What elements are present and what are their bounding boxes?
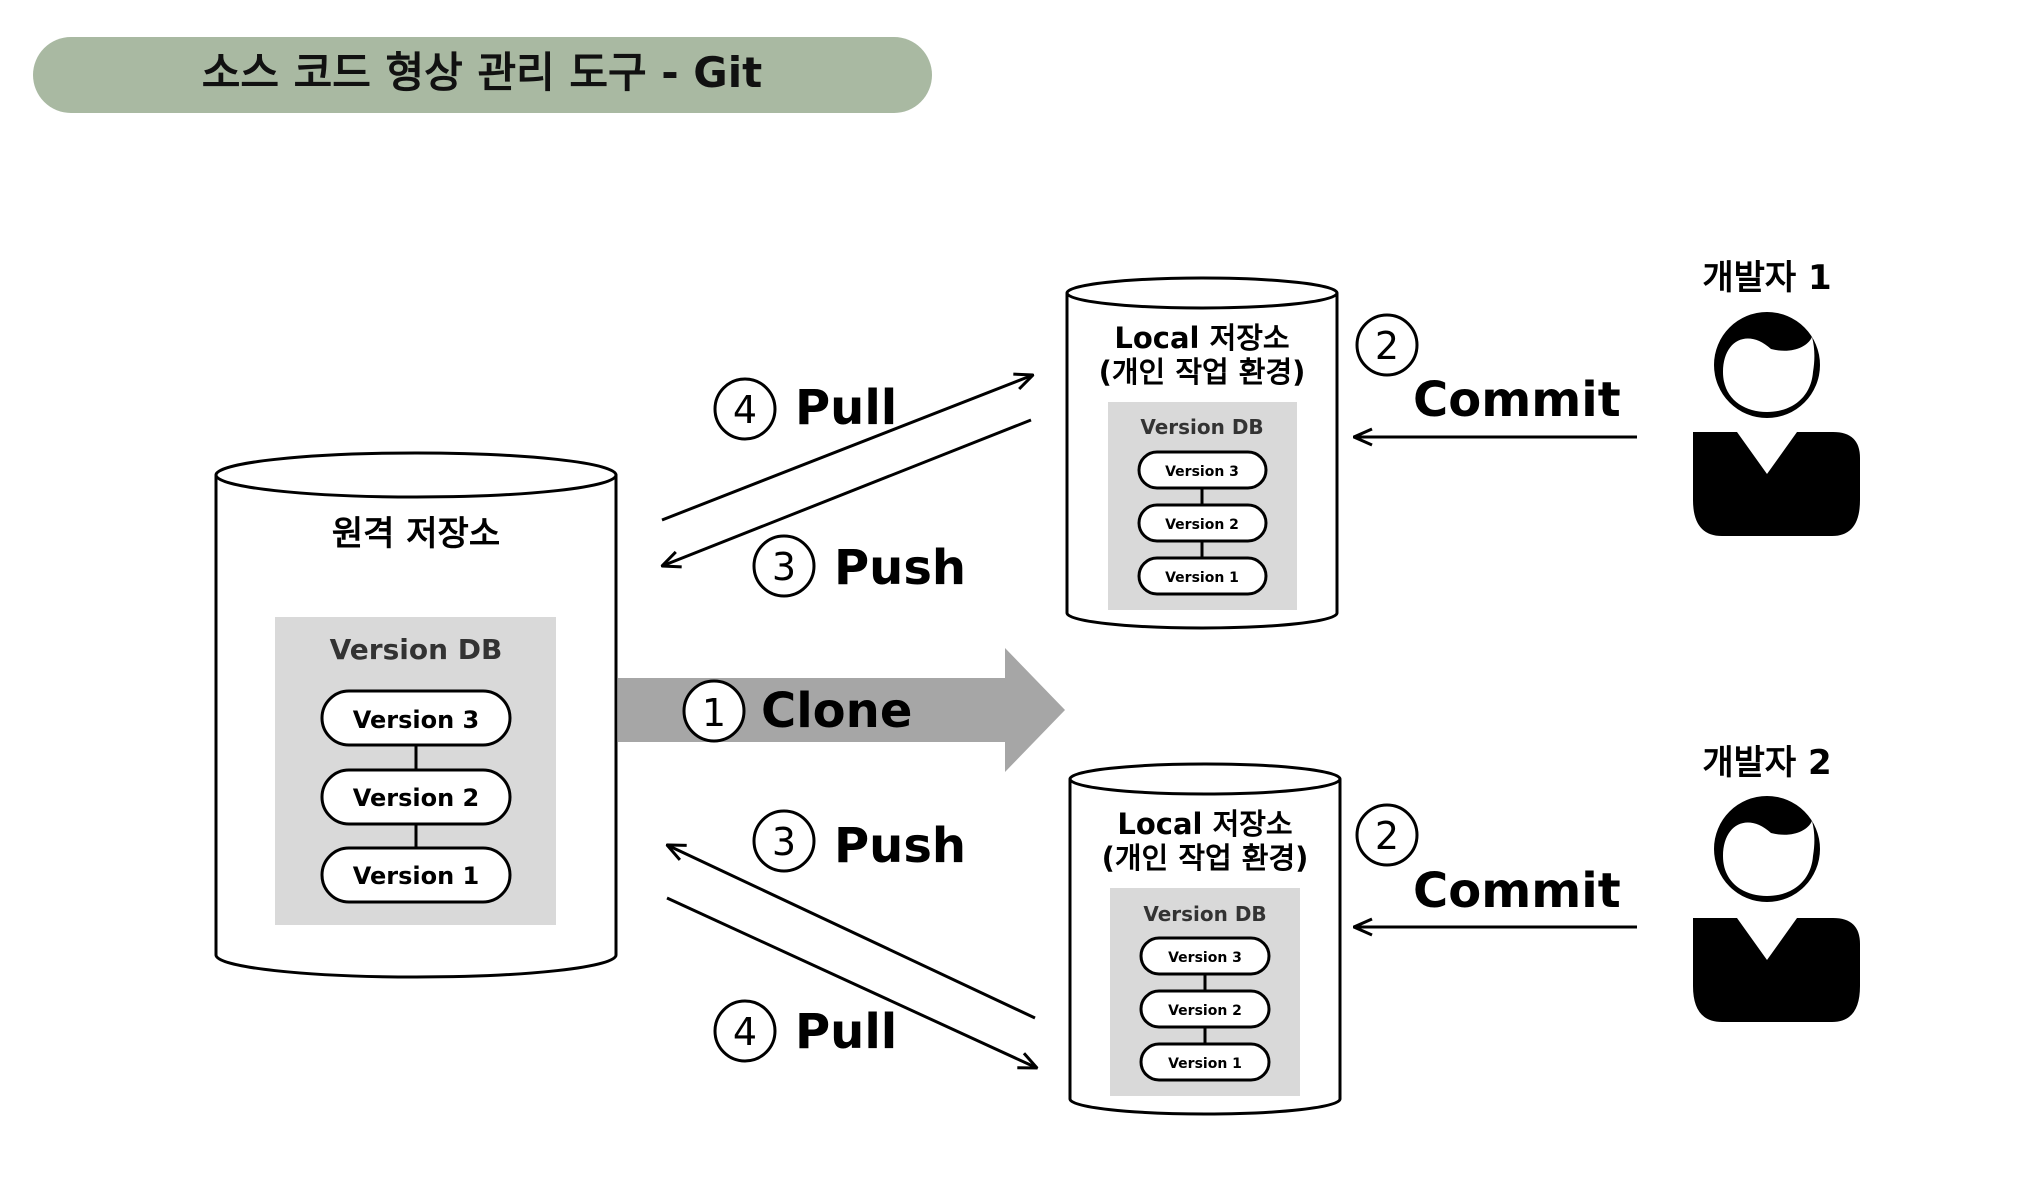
remote-repository: 원격 저장소 Version DB Version 3 Version 2 Ve… [214,451,618,979]
pull-label: Pull [795,380,897,436]
local-label-line2: (개인 작업 환경) [1102,841,1309,875]
sync-arrows-top: 4 Pull 3 Push [661,375,1033,598]
version-node [320,846,512,904]
version-label: Version 3 [1165,464,1239,480]
step-number: 3 [772,820,796,864]
version-node [1139,936,1271,976]
version-node [1137,450,1268,490]
pull-label: Pull [795,1004,897,1060]
local-cylinder-top [1065,276,1339,310]
developer-2: 개발자 2 [1693,743,1860,1022]
step-number: 2 [1375,814,1399,858]
clone-step: 1 Clone [618,648,1065,772]
title-bar: 소스 코드 형상 관리 도구 - Git [33,37,932,113]
title-background [33,37,932,113]
version-node [1137,556,1268,596]
commit-label: Commit [1413,863,1621,919]
step-number-badge [713,999,777,1063]
commit-label: Commit [1413,372,1621,428]
pull-arrow-bottom [666,896,1037,1068]
version-node [1139,989,1271,1029]
version-node [320,768,512,826]
remote-label: 원격 저장소 [332,514,500,554]
version-node [320,689,512,747]
step-number-badge [752,534,816,598]
step-number-badge [752,809,816,873]
step-number-badge [1355,803,1419,867]
step-number-badge [682,679,746,743]
remote-cylinder-top [214,451,618,499]
commit-step-bottom: 2 Commit [1354,803,1637,927]
person-icon [1693,312,1860,536]
local-db-label: Version DB [1143,902,1266,926]
step-number-badge [713,377,777,441]
version-label: Version 1 [353,862,480,890]
clone-label: Clone [761,683,912,739]
version-label: Version 1 [1165,570,1239,586]
developer-label: 개발자 1 [1702,258,1831,298]
local-cylinder-top [1068,762,1342,796]
page-title: 소스 코드 형상 관리 도구 - Git [202,48,763,97]
remote-db-label: Version DB [330,633,503,666]
step-number-badge [1355,313,1419,377]
step-number: 2 [1375,324,1399,368]
version-label: Version 1 [1168,1056,1242,1072]
pull-arrow-top [661,375,1033,522]
version-label: Version 3 [353,706,480,734]
version-label: Version 3 [1168,950,1242,966]
clone-arrow [618,648,1065,772]
local-label-line2: (개인 작업 환경) [1099,355,1306,389]
push-arrow-bottom [667,845,1036,1020]
step-number: 3 [772,545,796,589]
version-node [1137,503,1268,543]
developer-label: 개발자 2 [1702,743,1831,783]
commit-step-top: 2 Commit [1354,313,1637,437]
step-number: 4 [733,388,757,432]
local-repository-bottom: Local 저장소 (개인 작업 환경) Version DB Version … [1068,762,1342,1116]
local-repository-top: Local 저장소 (개인 작업 환경) Version DB Version … [1065,276,1339,630]
push-label: Push [834,540,966,596]
version-node [1139,1042,1271,1082]
version-label: Version 2 [353,784,480,812]
developer-1: 개발자 1 [1693,258,1860,536]
local-label-line1: Local 저장소 [1117,807,1292,841]
version-label: Version 2 [1165,517,1239,533]
sync-arrows-bottom: 3 Push 4 Pull [666,809,1037,1068]
person-icon [1693,796,1860,1022]
push-arrow-top [662,418,1032,566]
push-label: Push [834,818,966,874]
version-label: Version 2 [1168,1003,1242,1019]
step-number: 1 [702,691,726,735]
local-label-line1: Local 저장소 [1114,321,1289,355]
local-db-label: Version DB [1140,415,1263,439]
step-number: 4 [733,1010,757,1054]
